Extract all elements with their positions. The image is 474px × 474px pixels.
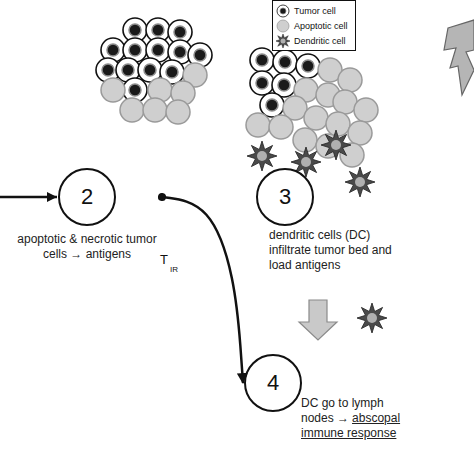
flow-block-arrow	[299, 300, 337, 340]
legend-symbol-shape	[277, 5, 289, 17]
apoptotic-cell	[293, 128, 317, 152]
tumor-cell	[273, 50, 297, 74]
legend-symbol	[276, 19, 290, 33]
apoptotic-cell	[166, 100, 190, 124]
step-circle: 4	[244, 354, 302, 412]
legend-text: Apoptotic cell	[294, 21, 348, 31]
tumor-cell	[296, 54, 320, 78]
apoptotic-cell	[338, 68, 362, 92]
apoptotic-cell	[326, 112, 350, 136]
step-caption: dendritic cells (DC) infiltrate tumor be…	[269, 228, 392, 272]
radiation-bolt	[444, 20, 474, 95]
legend-entry: Tumor cell	[276, 3, 352, 18]
edge-label: T	[160, 252, 168, 267]
step-node: 4 DC go to lymph nodes →abscopal immune r…	[243, 340, 463, 452]
step-circle: 3	[256, 168, 314, 226]
legend-text: Dendritic cell	[294, 36, 346, 46]
tumor-cell	[260, 93, 284, 117]
tumor-cell	[250, 71, 274, 95]
apoptotic-cell	[348, 121, 372, 145]
incoming-arrow	[0, 196, 57, 199]
apoptotic-cell	[101, 78, 125, 102]
step-caption-block: DC go to lymph nodes →abscopal immune re…	[301, 396, 411, 441]
legend-symbol	[276, 4, 290, 18]
dendritic-cell	[345, 167, 375, 197]
step-caption-block: dendritic cells (DC) infiltrate tumor be…	[269, 228, 393, 273]
step-number: 4	[267, 370, 279, 396]
legend-entry: Dendritic cell	[276, 33, 352, 48]
legend-entry: Apoptotic cell	[276, 18, 352, 33]
curved-arrow	[162, 197, 243, 383]
legend-symbol-shape	[277, 20, 289, 32]
apoptotic-cell	[120, 98, 144, 122]
step-node: 3 dendritic cells (DC) infiltrate tumor b…	[255, 168, 455, 300]
legend-box: Tumor cellApoptotic cellDendritic cell	[272, 0, 356, 51]
step-number: 2	[81, 184, 93, 210]
apoptotic-cell	[246, 113, 270, 137]
step-caption-block: apoptotic & necrotic tumor cells → antig…	[12, 232, 162, 262]
apoptotic-cell	[304, 106, 328, 130]
apoptotic-cell	[143, 98, 167, 122]
subscript-label: IR	[170, 265, 178, 274]
step-circle: 2	[58, 168, 116, 226]
step-caption: apoptotic & necrotic tumor cells → antig…	[17, 232, 156, 261]
legend-symbol-shape	[276, 34, 290, 48]
dendritic-cell	[357, 303, 387, 333]
tumor-cluster	[96, 18, 212, 124]
apoptotic-cell	[269, 115, 293, 139]
legend-text: Tumor cell	[294, 6, 336, 16]
apoptotic-cell	[354, 98, 378, 122]
tumor-cell	[250, 48, 274, 72]
step-number: 3	[279, 184, 291, 210]
legend-symbol	[276, 34, 290, 48]
dendritic-cell	[247, 141, 277, 171]
step-node: 2 apoptotic & necrotic tumor cells → anti…	[12, 168, 162, 264]
dendritic-cell	[321, 130, 351, 160]
